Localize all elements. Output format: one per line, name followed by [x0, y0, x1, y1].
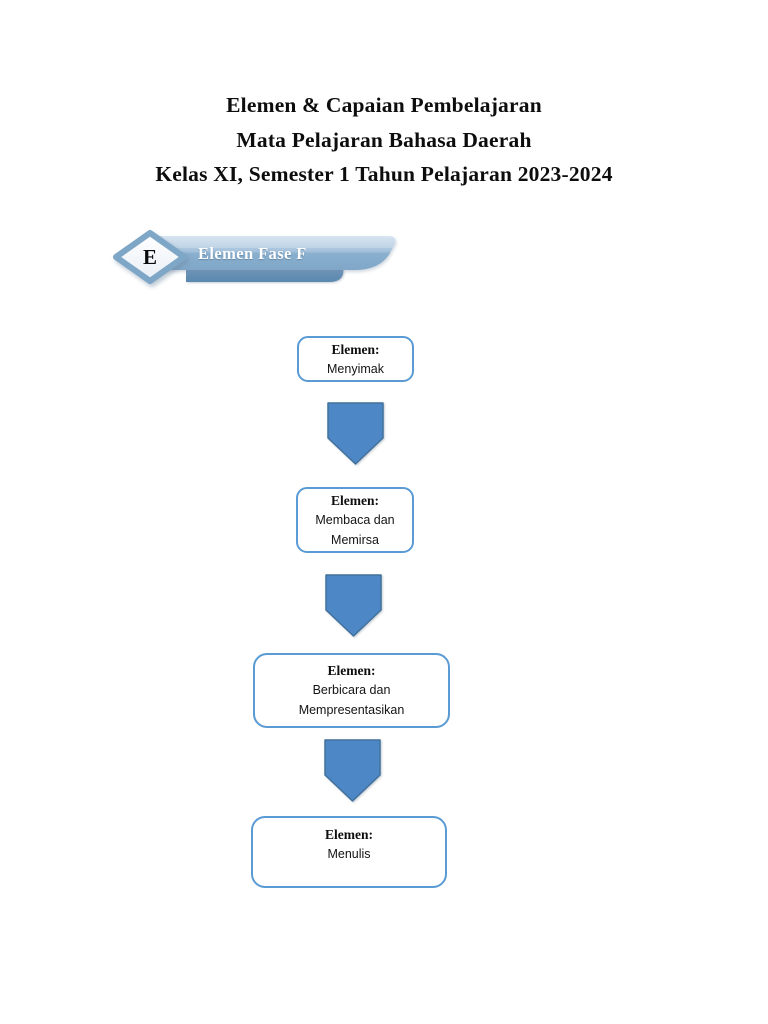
node-line: Menyimak	[327, 361, 384, 376]
node-title: Elemen:	[327, 663, 376, 678]
node-title: Elemen:	[325, 827, 373, 842]
banner-diamond-badge	[113, 230, 187, 284]
node-line: Berbicara dan	[312, 683, 391, 697]
down-arrow-icon	[325, 574, 382, 637]
title-line-3: Kelas XI, Semester 1 Tahun Pelajaran 202…	[155, 162, 613, 186]
flow-node-berbicara-dan-mempresentasikan: Elemen: Berbicara dan Mempresentasikan	[253, 653, 450, 728]
flow-node-menyimak: Elemen: Menyimak	[297, 336, 414, 382]
title-line-2: Mata Pelajaran Bahasa Daerah	[236, 127, 532, 152]
node-line: Menulis	[327, 847, 371, 861]
node-line: Membaca dan	[315, 512, 395, 527]
node-line: Mempresentasikan	[298, 703, 405, 717]
flow-node-membaca-dan-memirsa: Elemen: Membaca dan Memirsa	[296, 487, 414, 553]
down-arrow-icon	[327, 402, 384, 465]
document-title: Elemen & Capaian Pembelajaran Mata Pelaj…	[0, 88, 768, 192]
fase-banner-label: Elemen Fase F	[198, 244, 307, 263]
node-line: Memirsa	[331, 532, 379, 547]
node-title: Elemen:	[331, 341, 380, 357]
flow-node-menulis: Elemen: Menulis	[251, 816, 447, 888]
title-line-1: Elemen & Capaian Pembelajaran	[226, 93, 542, 117]
fase-banner: E Elemen Fase F	[108, 226, 418, 292]
banner-ribbon-shape	[152, 236, 396, 270]
fase-badge-letter: E	[142, 245, 157, 269]
down-arrow-icon	[324, 739, 381, 802]
node-title: Elemen:	[331, 492, 379, 508]
fase-banner-graphic	[113, 230, 396, 284]
